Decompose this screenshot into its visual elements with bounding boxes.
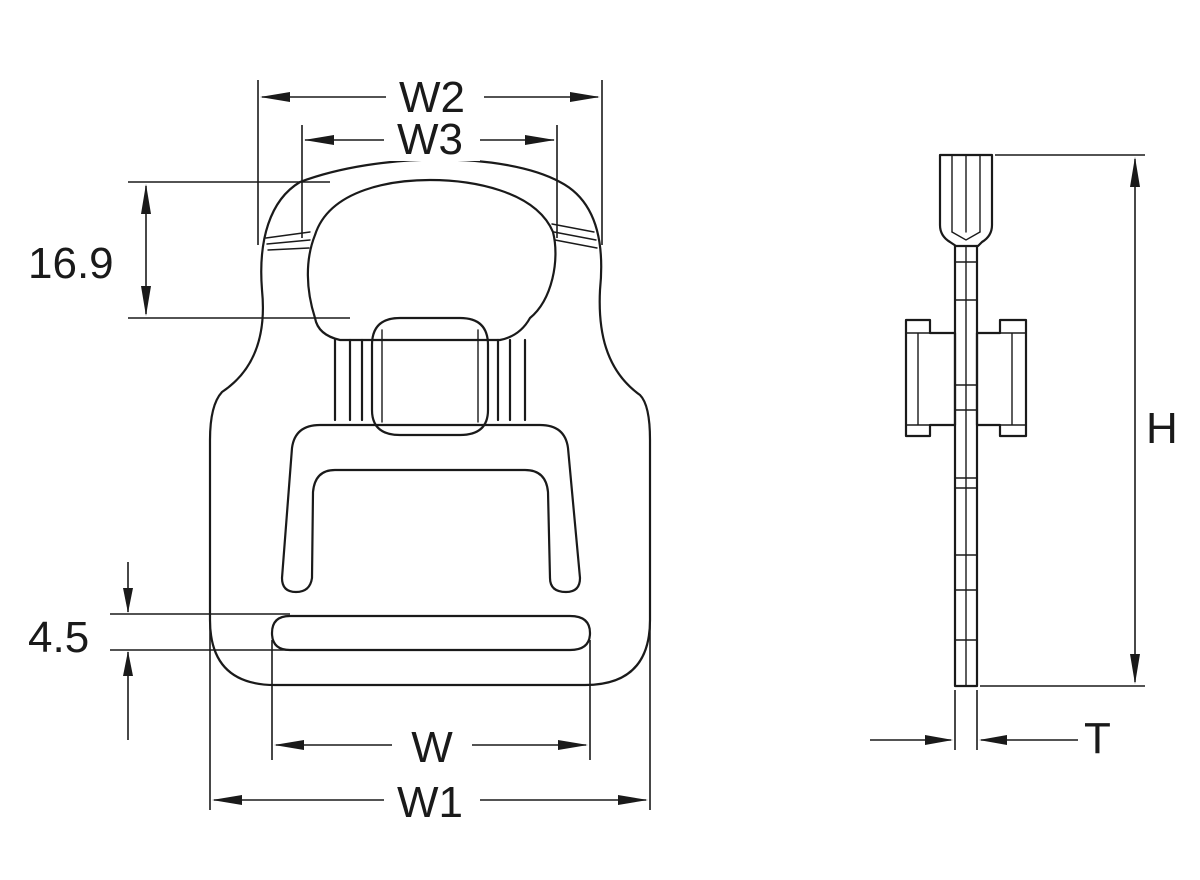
top-loop-opening [306,178,557,342]
side-pin-right [975,318,1028,438]
side-plate-steps [954,261,978,641]
bottom-slot [270,614,592,652]
slot-height-label: 4.5 [28,613,89,662]
t-label: T [1084,714,1111,763]
dimension-w1: W1 [209,620,651,827]
front-view: W2 W3 16.9 4.5 [28,72,652,827]
side-pin-right-detail [999,332,1027,426]
dimension-w: W [271,640,591,772]
w1-label: W1 [397,778,463,827]
h-label: H [1146,404,1178,453]
dimension-w2: W2 [257,72,603,245]
loop-edge-hatch-right [551,223,598,249]
dimension-w3: W3 [301,115,558,238]
side-pin-left [904,318,957,438]
side-bar-right [496,338,527,422]
w1-arrow-left [212,795,242,805]
middle-frame [280,423,582,594]
side-view: H T [870,153,1178,763]
loop-edge-hatch-left [265,231,311,251]
w3-label-background [384,115,480,161]
slot-height-arrow-bottom [123,651,133,676]
w1-label-background [384,777,480,823]
w-label: W [411,723,453,772]
w-arrow-left [274,740,304,750]
w-label-background [392,722,472,768]
w3-arrow-right [525,135,555,145]
top-height-label: 16.9 [28,239,114,288]
w3-label: W3 [397,115,463,164]
side-pin-left-detail [905,332,931,426]
h-arrow-top [1130,157,1140,187]
dimension-t: T [870,690,1111,763]
dimension-4-5: 4.5 [28,562,290,740]
w3-arrow-left [304,135,334,145]
top-height-arrow-top [141,184,151,214]
w2-arrow-left [260,92,290,102]
slot-height-arrow-top [123,588,133,613]
t-arrow-right [979,735,1007,745]
t-arrow-left [925,735,953,745]
top-height-arrow-bottom [141,286,151,316]
center-pin [370,316,490,437]
dimension-h: H [980,154,1178,687]
w1-arrow-right [618,795,648,805]
h-arrow-bottom [1130,654,1140,684]
w2-arrow-right [570,92,600,102]
side-bar-left [333,338,364,422]
w2-label-background [386,72,484,118]
dimension-16-9: 16.9 [28,181,350,319]
w-arrow-right [558,740,588,750]
side-top-head-chevron [951,231,981,241]
w2-label: W2 [399,73,465,122]
buckle-outer-outline [208,158,652,687]
